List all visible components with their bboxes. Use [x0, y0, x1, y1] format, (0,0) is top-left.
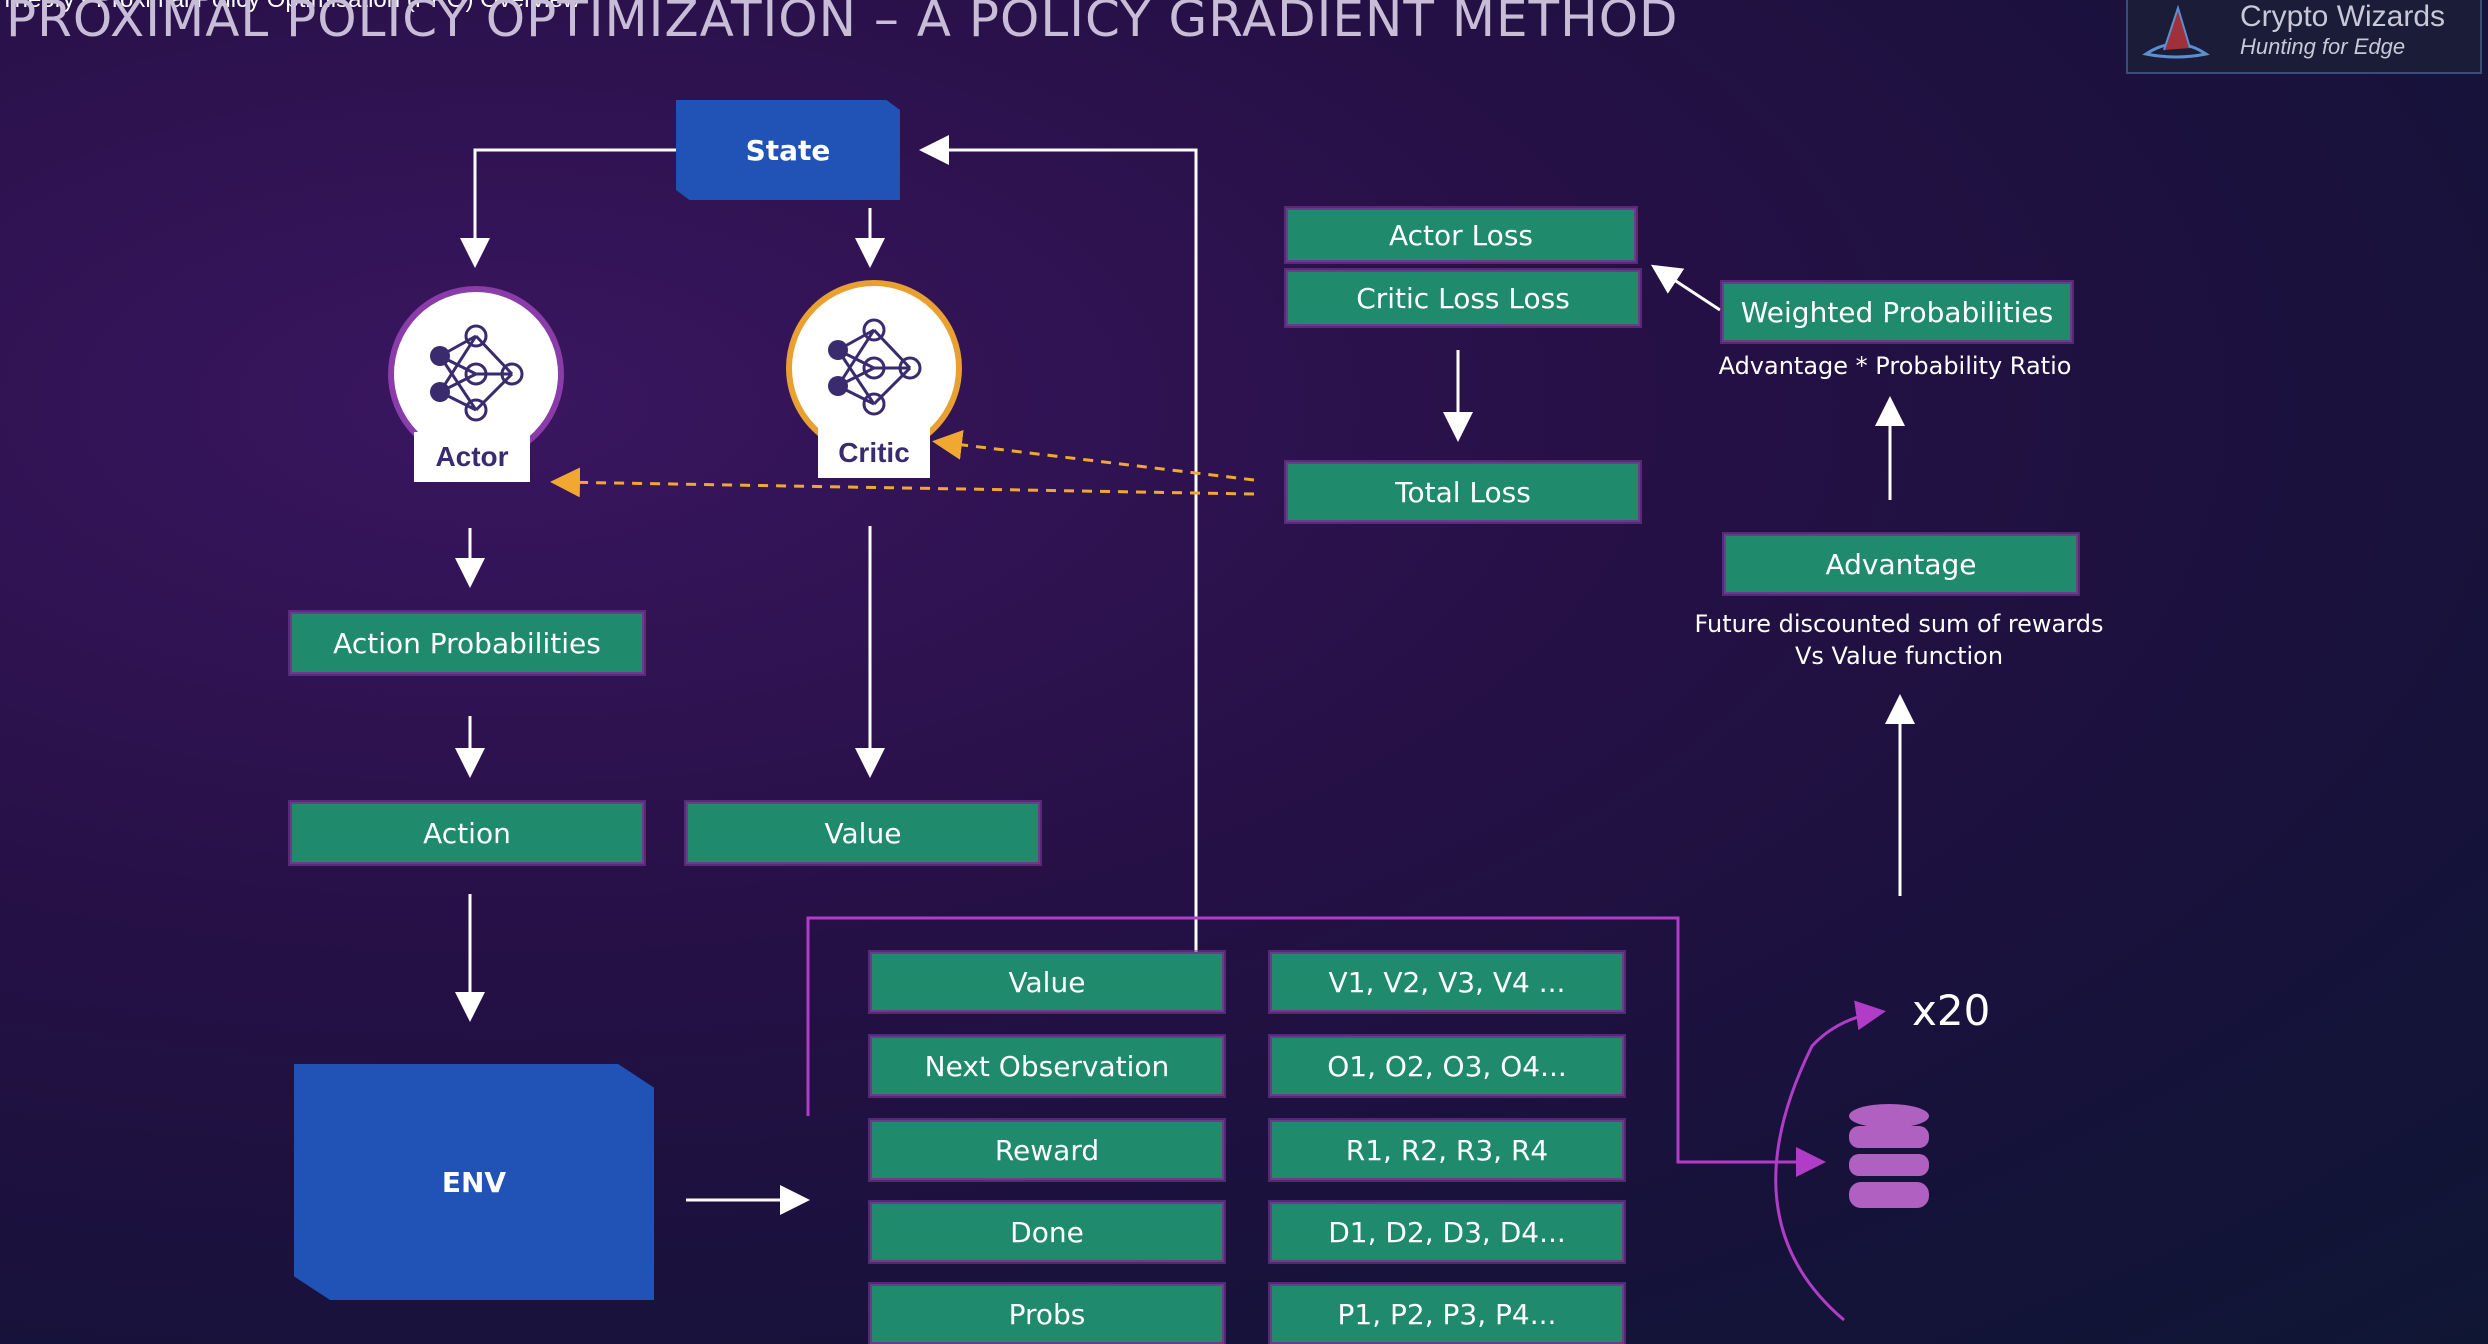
- logo-tagline: Hunting for Edge: [2240, 34, 2406, 59]
- critic-loss-node: Critic Loss Loss: [1286, 270, 1640, 326]
- critic-circle: [786, 280, 962, 456]
- value-node: Value: [686, 802, 1040, 864]
- slide-title: PROXIMAL POLICY OPTIMIZATION – A POLICY …: [6, 0, 1679, 48]
- advantage-node: Advantage: [1724, 534, 2078, 594]
- memory-label-probs: Probs: [870, 1284, 1224, 1344]
- memory-values-done: D1, D2, D3, D4...: [1270, 1202, 1624, 1262]
- action-node: Action: [290, 802, 644, 864]
- memory-label-reward: Reward: [870, 1120, 1224, 1180]
- memory-values-reward: R1, R2, R3, R4: [1270, 1120, 1624, 1180]
- total-loss-node: Total Loss: [1286, 462, 1640, 522]
- action-probabilities-node: Action Probabilities: [290, 612, 644, 674]
- crypto-wizards-logo: Crypto Wizards Hunting for Edge: [2126, 0, 2482, 74]
- state-node: State: [676, 100, 900, 200]
- database-icon: [1849, 1104, 1929, 1208]
- wizard-hat-icon: [2142, 4, 2210, 59]
- advantage-note-line2: Vs Value function: [1794, 642, 2004, 670]
- memory-label-value: Value: [870, 952, 1224, 1012]
- weighted-probabilities-node: Weighted Probabilities: [1722, 282, 2072, 342]
- critic-label: Critic: [818, 428, 930, 478]
- memory-values-next-observation: O1, O2, O3, O4...: [1270, 1036, 1624, 1096]
- env-node: ENV: [294, 1064, 654, 1300]
- actor-loss-node: Actor Loss: [1286, 208, 1636, 262]
- memory-values-probs: P1, P2, P3, P4...: [1270, 1284, 1624, 1344]
- neural-network-icon: [828, 318, 922, 416]
- memory-values-value: V1, V2, V3, V4 ...: [1270, 952, 1624, 1012]
- weighted-probabilities-note: Advantage * Probability Ratio: [1718, 352, 2072, 380]
- neural-network-icon: [430, 324, 524, 422]
- logo-name: Crypto Wizards: [2240, 0, 2446, 33]
- actor-label: Actor: [414, 432, 530, 482]
- memory-label-done: Done: [870, 1202, 1224, 1262]
- memory-label-next-observation: Next Observation: [870, 1036, 1224, 1096]
- video-title: Theory - Proximal Policy Optimisation (P…: [0, 0, 580, 14]
- advantage-note-line1: Future discounted sum of rewards: [1694, 610, 2104, 638]
- repeat-count: x20: [1912, 986, 1991, 1035]
